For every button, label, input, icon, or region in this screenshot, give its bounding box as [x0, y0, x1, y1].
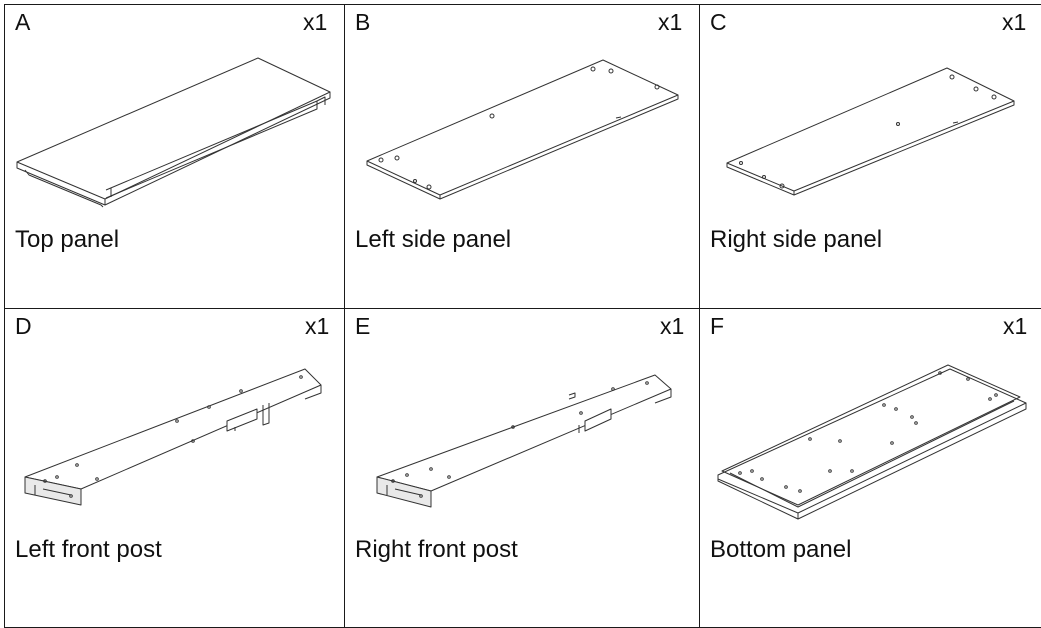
part-name: Right side panel [710, 226, 883, 253]
part-quantity: x1 [660, 313, 685, 339]
part-letter: A [15, 9, 31, 35]
bottom-panel-drawing-icon [717, 364, 1027, 520]
part-cell-d: D x1 Left front post [4, 308, 345, 628]
part-letter: E [355, 313, 371, 339]
top-panel-drawing-icon [16, 57, 331, 208]
right-front-post-drawing-icon [376, 374, 672, 508]
part-name: Left front post [15, 536, 162, 563]
part-cell-c: C x1 Right side panel [699, 4, 1041, 309]
part-name: Bottom panel [710, 536, 852, 563]
part-letter: F [710, 313, 725, 339]
part-letter: B [355, 9, 371, 35]
right-side-panel-drawing-icon [726, 67, 1015, 196]
part-cell-b: B x1 Left side panel [344, 4, 700, 309]
left-front-post-drawing-icon [24, 368, 322, 506]
part-cell-a: A x1 Top panel [4, 4, 345, 309]
part-letter: D [15, 313, 32, 339]
part-cell-f: F x1 Bottom panel [699, 308, 1041, 628]
part-name: Left side panel [355, 226, 512, 253]
part-name: Top panel [15, 226, 120, 253]
part-letter: C [710, 9, 727, 35]
part-quantity: x1 [1003, 313, 1028, 339]
part-cell-e: E x1 Right front post [344, 308, 700, 628]
part-quantity: x1 [305, 313, 330, 339]
parts-grid: A x1 Top panel B x1 [4, 4, 1041, 628]
part-quantity: x1 [658, 9, 683, 35]
left-side-panel-drawing-icon [366, 59, 679, 200]
part-name: Right front post [355, 536, 518, 563]
part-quantity: x1 [303, 9, 328, 35]
part-quantity: x1 [1002, 9, 1027, 35]
